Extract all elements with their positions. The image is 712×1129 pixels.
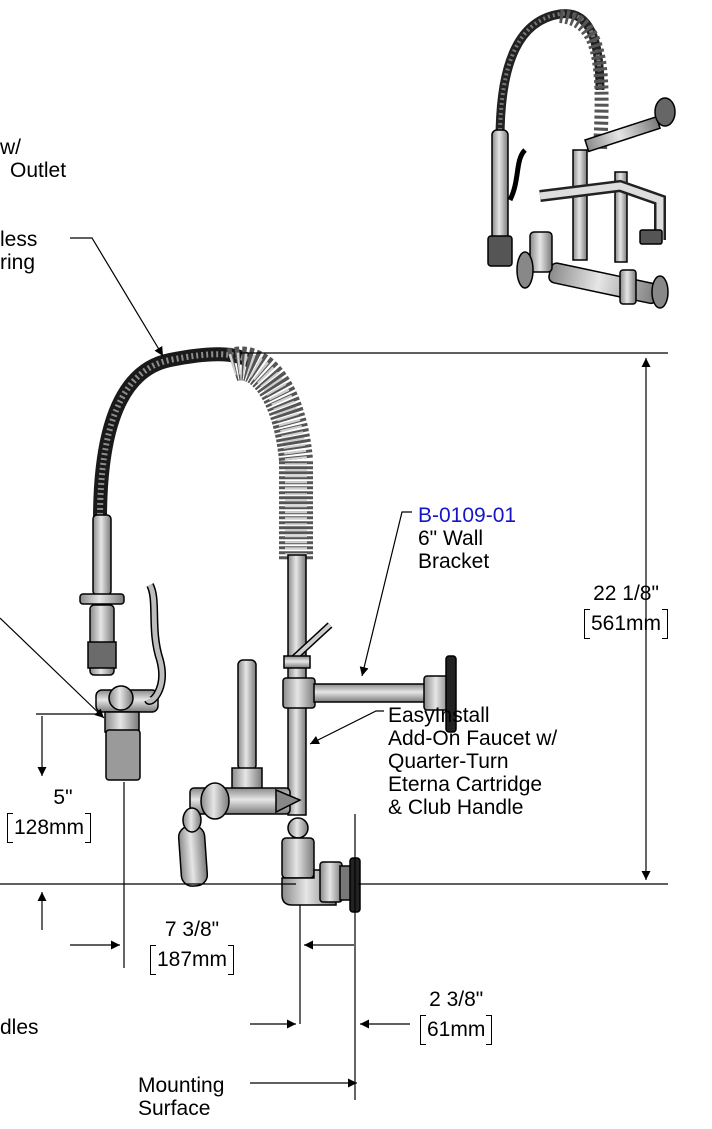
overall-height-imperial: 22 1/8" bbox=[593, 582, 659, 605]
main-elevation-view bbox=[0, 237, 668, 1100]
wall-bracket-callout-line-2: Bracket bbox=[418, 550, 490, 573]
add-on-faucet-line-4: Eterna Cartridge bbox=[388, 773, 543, 796]
wall-bracket-part-link[interactable]: B-0109-01 bbox=[418, 504, 517, 527]
wall-bracket-callout-line-1: 6" Wall bbox=[418, 527, 484, 550]
add-on-faucet-line-5: & Club Handle bbox=[388, 796, 524, 819]
spray-height-dimension: 5" 128mm bbox=[0, 786, 104, 843]
spray-reach-imperial: 7 3/8" bbox=[164, 918, 220, 941]
isometric-view bbox=[487, 9, 676, 309]
mounting-surface-line-1: Mounting bbox=[138, 1074, 225, 1097]
add-on-faucet bbox=[177, 659, 302, 887]
leader-lines bbox=[0, 237, 412, 1088]
handles-callout-line-1: dles bbox=[0, 1016, 39, 1039]
spray-reach-metric: 187mm bbox=[150, 945, 235, 975]
hose-callout-line-1: less bbox=[0, 228, 38, 251]
mounting-surface-callout: Mounting Surface bbox=[138, 1074, 224, 1120]
hose-leader bbox=[70, 237, 164, 357]
wall-bracket bbox=[282, 655, 457, 733]
spray-valve-callout: w/ Outlet bbox=[0, 136, 66, 182]
wall-bracket-leader bbox=[359, 511, 412, 677]
wall-offset-dimension: 2 3/8" 61mm bbox=[420, 988, 493, 1045]
dimension-lines bbox=[0, 352, 668, 1100]
hose-callout-line-2: ring bbox=[0, 251, 36, 274]
add-on-faucet-leader bbox=[309, 710, 384, 745]
spray-height-metric: 128mm bbox=[6, 813, 92, 843]
braided-hose bbox=[93, 347, 256, 521]
add-on-faucet-line-1: EasyInstall bbox=[388, 704, 490, 727]
wall-bracket-callout: B-0109-01 6" Wall Bracket bbox=[418, 504, 516, 573]
mounting-surface-line-2: Surface bbox=[138, 1097, 211, 1120]
spray-valve-leader bbox=[0, 617, 105, 719]
coil-spring bbox=[226, 346, 313, 560]
add-on-faucet-line-3: Quarter-Turn bbox=[388, 750, 509, 773]
wall-offset-metric: 61mm bbox=[420, 1015, 493, 1045]
spray-reach-dimension: 7 3/8" 187mm bbox=[150, 918, 235, 975]
wall-offset-imperial: 2 3/8" bbox=[429, 988, 484, 1011]
handles-callout: dles bbox=[0, 1016, 39, 1039]
spray-height-imperial: 5" bbox=[53, 786, 73, 809]
overall-height-dimension: 22 1/8" 561mm bbox=[584, 582, 669, 639]
hose-callout: less ring bbox=[0, 228, 37, 274]
add-on-faucet-callout: EasyInstall Add-On Faucet w/ Quarter-Tur… bbox=[388, 704, 557, 819]
add-on-faucet-line-2: Add-On Faucet w/ bbox=[388, 727, 558, 750]
spray-valve-callout-line-2: Outlet bbox=[10, 159, 67, 182]
elbow-fitting bbox=[281, 817, 361, 913]
spray-valve bbox=[79, 514, 166, 781]
overall-height-metric: 561mm bbox=[584, 609, 669, 639]
spray-valve-callout-line-1: w/ bbox=[0, 136, 21, 159]
